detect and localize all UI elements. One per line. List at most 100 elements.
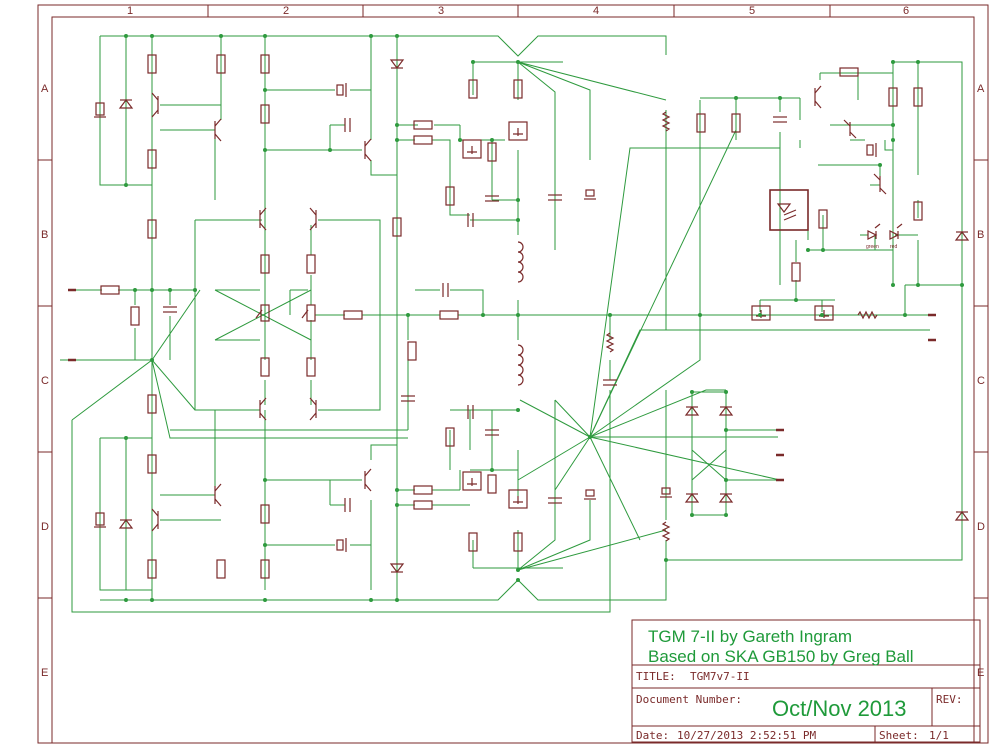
resistor bbox=[343, 310, 363, 320]
bjt-transistor bbox=[814, 85, 822, 109]
optocoupler bbox=[769, 189, 809, 231]
resistor bbox=[439, 310, 459, 320]
resistor bbox=[513, 532, 523, 552]
row-label-e-right: E bbox=[977, 667, 984, 679]
diode bbox=[954, 231, 970, 241]
row-label-e: E bbox=[41, 667, 48, 679]
bjt-transistor bbox=[259, 207, 267, 231]
row-labels-left: A B C D E bbox=[41, 83, 49, 679]
capacitor bbox=[548, 497, 562, 504]
bjt-transistor bbox=[259, 397, 267, 421]
capacitor bbox=[467, 213, 474, 227]
resistor bbox=[913, 87, 923, 107]
resistor bbox=[260, 254, 270, 274]
rev-label: REV: bbox=[936, 693, 963, 706]
capacitor bbox=[773, 116, 787, 123]
inductor bbox=[517, 344, 524, 386]
resistor bbox=[260, 104, 270, 124]
row-label-c-right: C bbox=[977, 375, 985, 387]
col-label-4: 4 bbox=[593, 5, 599, 17]
mosfet bbox=[462, 471, 482, 491]
row-label-b: B bbox=[41, 229, 48, 241]
resistor bbox=[413, 500, 433, 510]
resistor bbox=[605, 332, 615, 353]
resistor bbox=[857, 310, 878, 320]
electrolytic-capacitor bbox=[584, 189, 596, 200]
mosfet bbox=[462, 139, 482, 159]
capacitor bbox=[603, 379, 617, 386]
resistor bbox=[407, 341, 417, 361]
resistor bbox=[487, 142, 497, 162]
resistor bbox=[306, 357, 316, 377]
resistor bbox=[260, 504, 270, 524]
resistor bbox=[216, 54, 226, 74]
resistor bbox=[468, 79, 478, 99]
resistor bbox=[818, 209, 828, 229]
bjt-transistor bbox=[309, 397, 317, 421]
column-labels: 1 2 3 4 5 6 bbox=[127, 5, 909, 17]
inductor bbox=[517, 241, 524, 283]
circuit-components bbox=[68, 54, 970, 579]
resistor bbox=[147, 454, 157, 474]
row-label-d: D bbox=[41, 521, 49, 533]
drawing-frame bbox=[37, 4, 989, 744]
diode bbox=[389, 59, 405, 69]
capacitor bbox=[442, 283, 449, 297]
mosfet bbox=[508, 121, 528, 141]
electrolytic-capacitor bbox=[336, 538, 347, 552]
diode bbox=[718, 406, 734, 416]
resistor bbox=[413, 135, 433, 145]
resistor bbox=[413, 485, 433, 495]
resistor bbox=[731, 113, 741, 133]
mosfet bbox=[814, 305, 834, 321]
diode bbox=[389, 563, 405, 573]
resistor bbox=[661, 111, 671, 132]
row-labels-right: A B C D E bbox=[977, 83, 985, 679]
resistor bbox=[661, 521, 671, 542]
row-label-b-right: B bbox=[977, 229, 984, 241]
diode bbox=[684, 493, 700, 503]
title-label: TITLE: bbox=[636, 670, 676, 683]
title-value: TGM7v7-II bbox=[690, 670, 750, 683]
resistor bbox=[888, 87, 898, 107]
date-value: 10/27/2013 2:52:51 PM bbox=[677, 729, 816, 742]
resistor bbox=[696, 113, 706, 133]
bjt-transistor bbox=[364, 468, 372, 492]
diode bbox=[718, 493, 734, 503]
col-label-1: 1 bbox=[127, 5, 133, 17]
heading-line-2: Based on SKA GB150 by Greg Ball bbox=[648, 647, 914, 666]
resistor bbox=[260, 559, 270, 579]
led-green-label: green bbox=[866, 244, 879, 250]
potentiometer bbox=[255, 304, 270, 322]
date-label: Date: bbox=[636, 729, 669, 742]
bjt-transistor bbox=[151, 92, 159, 118]
potentiometer bbox=[301, 304, 316, 322]
sheet-value: 1/1 bbox=[929, 729, 949, 742]
capacitor bbox=[344, 498, 351, 512]
resistor bbox=[147, 394, 157, 414]
resistor bbox=[413, 120, 433, 130]
mosfet bbox=[508, 489, 528, 509]
bjt-transistor bbox=[309, 207, 317, 231]
capacitor bbox=[344, 118, 351, 132]
bjt-transistor bbox=[214, 483, 222, 507]
heading-line-1: TGM 7-II by Gareth Ingram bbox=[648, 627, 852, 646]
resistor bbox=[147, 559, 157, 579]
row-label-c: C bbox=[41, 375, 49, 387]
resistor bbox=[445, 427, 455, 447]
electrolytic-capacitor bbox=[336, 83, 347, 97]
col-label-3: 3 bbox=[438, 5, 444, 17]
diode bbox=[118, 99, 134, 109]
diode bbox=[684, 406, 700, 416]
capacitor bbox=[485, 195, 499, 202]
row-label-a-right: A bbox=[977, 83, 985, 95]
junction-dots bbox=[124, 34, 964, 602]
document-number-label: Document Number: bbox=[636, 693, 742, 706]
resistor bbox=[445, 186, 455, 206]
electrolytic-capacitor bbox=[94, 512, 106, 528]
col-label-5: 5 bbox=[749, 5, 755, 17]
resistor bbox=[306, 254, 316, 274]
resistor bbox=[100, 285, 120, 295]
resistor bbox=[216, 559, 226, 579]
